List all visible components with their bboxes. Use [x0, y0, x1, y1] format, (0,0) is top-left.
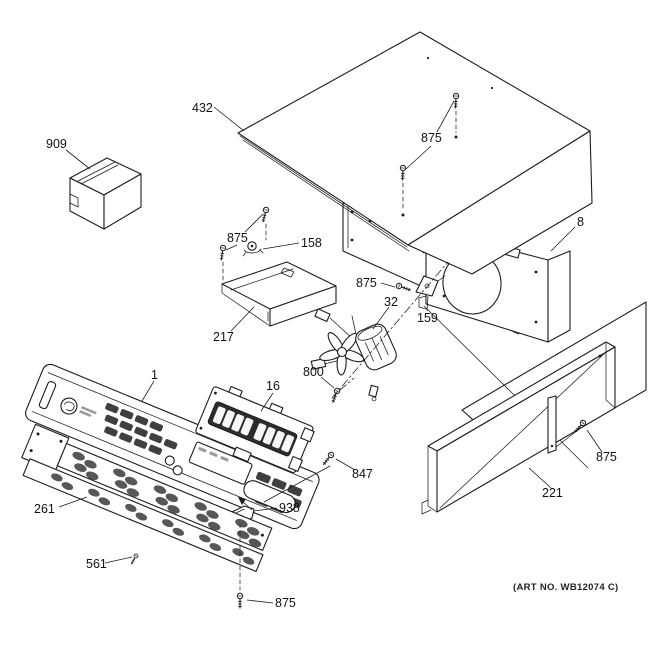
callout-control-panel: 1: [151, 368, 158, 382]
screw-800: [329, 386, 342, 405]
screw-875-shield-b: [218, 244, 227, 262]
callout-top-screws: 875: [421, 131, 442, 145]
side-rail-221: [421, 341, 616, 515]
callout-bottom-screw: 875: [275, 596, 296, 610]
callout-bracket: 159: [417, 311, 438, 325]
screw-561: [129, 552, 140, 566]
callout-motor-screw: 800: [303, 365, 324, 379]
ge-logo-icon: [60, 397, 78, 415]
screw-875-bracket: [394, 281, 413, 294]
switch-strip-261: [21, 423, 273, 573]
callout-fan-motor: 32: [384, 295, 398, 309]
callout-shield: 217: [213, 330, 234, 344]
callout-panel-screw: 847: [352, 467, 373, 481]
callout-control-board: 16: [266, 379, 280, 393]
strip-pads-lower: [51, 473, 255, 565]
callout-switch-strip: 261: [34, 502, 55, 516]
callout-shield-screws: 875: [227, 231, 248, 245]
callout-strip-screw: 561: [86, 557, 107, 571]
shield-217: [221, 261, 337, 327]
fan-blades: [319, 332, 365, 376]
callout-fan-shroud: 8: [577, 215, 584, 229]
leader-lines: [58, 100, 603, 604]
panel-end-cap: [243, 480, 296, 514]
control-board-16: [195, 385, 315, 474]
callout-clip: 158: [301, 236, 322, 250]
callout-side-rail: 221: [542, 486, 563, 500]
clip-158: [242, 241, 264, 257]
fan-motor-32: [310, 308, 397, 402]
button-cluster-left: [104, 402, 178, 455]
junction-box-909: [69, 157, 142, 230]
screw-875-bottom: [236, 592, 244, 610]
top-cover-432: [237, 31, 593, 275]
callout-junction-box: 909: [46, 137, 67, 151]
callout-labels: 432 875 909 875 158 217 875 159 8 32 800…: [34, 101, 617, 610]
screw-847: [320, 450, 336, 468]
callout-end-bracket: 938: [279, 501, 300, 515]
rail-tab: [547, 395, 557, 454]
callout-top-cover: 432: [192, 101, 213, 115]
board-keys: [212, 406, 295, 453]
assembly-lines: [222, 110, 579, 591]
display-window: [188, 441, 253, 485]
callout-bracket-screw: 875: [356, 276, 377, 290]
bracket-159: [415, 275, 446, 297]
callout-rail-screw: 875: [596, 450, 617, 464]
art-number: (ART NO. WB12074 C): [513, 582, 618, 593]
strip-pads-upper: [72, 451, 262, 548]
